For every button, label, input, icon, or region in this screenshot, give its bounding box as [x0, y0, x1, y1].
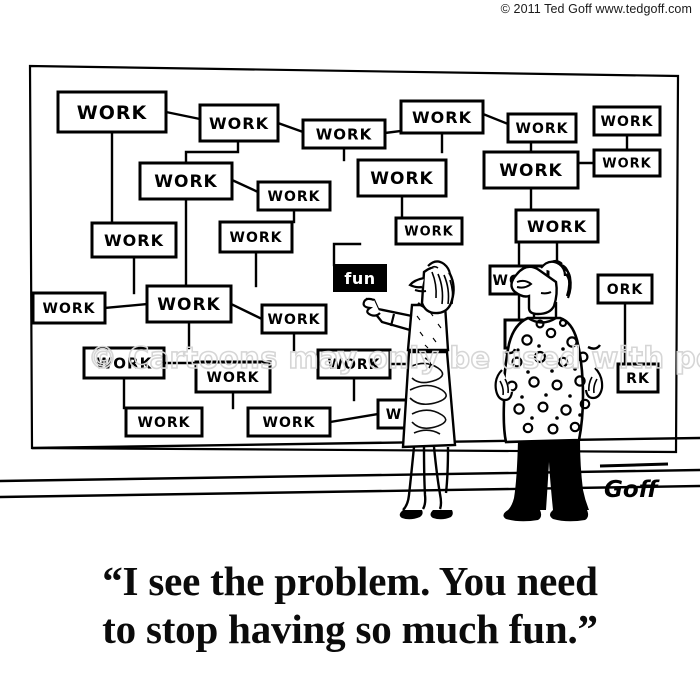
node-label: WORK [527, 217, 587, 236]
node-label: WORK [138, 415, 191, 431]
node-label: WORK [328, 357, 381, 373]
node-label: WORK [268, 189, 321, 205]
flowchart-node-fun: fun [333, 264, 387, 292]
flowchart-node-work: WORK [592, 105, 662, 137]
flowchart-node-work: WORK [482, 150, 580, 190]
copyright-notice: © 2011 Ted Goff www.tedgoff.com [500, 2, 692, 16]
flowchart-node-work: WORK [256, 180, 332, 212]
node-label: fun [344, 269, 375, 288]
flowchart-node-work: WORK [301, 118, 387, 150]
node-label: WORK [370, 169, 433, 189]
node-label: WORK [230, 230, 283, 246]
watermark: © Cartoons may only be used with permiss… [88, 341, 700, 375]
node-label: WORK [104, 231, 164, 250]
polka-dots-small [516, 344, 582, 420]
node-box [246, 406, 332, 438]
node-box [138, 161, 234, 201]
cartoon-caption: “I see the problem. You need to stop hav… [0, 557, 700, 653]
node-box [356, 158, 448, 198]
node-box [616, 362, 660, 394]
whiteboard-frame [28, 64, 680, 454]
node-box [124, 406, 204, 438]
floor-lines [0, 436, 700, 499]
node-label: WORK [96, 354, 153, 372]
node-label: WORK [499, 161, 562, 181]
figure-woman [362, 260, 457, 520]
flowchart-node-work: WORK [399, 99, 485, 135]
flowchart-node-work: WORK [124, 406, 204, 438]
node-box [514, 208, 600, 244]
flowchart-node-work: WORK [394, 216, 464, 246]
flowchart-node-work: WORK [506, 112, 578, 144]
flowchart-node-work: WORK [198, 103, 280, 143]
node-box [482, 150, 580, 190]
node-label: WORK [601, 114, 654, 130]
flowchart-node-work: WORK [260, 303, 328, 335]
flowchart-node-work: WORK [592, 148, 662, 178]
flowchart-node-work: ORK [596, 273, 654, 305]
flowchart-node-work: WORK [56, 90, 168, 134]
node-box [394, 216, 464, 246]
node-box [56, 90, 168, 134]
node-box [592, 148, 662, 178]
artist-signature: Goff [599, 462, 669, 503]
node-box [596, 273, 654, 305]
node-box [260, 303, 328, 335]
node-label: WORK [77, 102, 148, 124]
node-box [301, 118, 387, 150]
node-label: WORK [404, 225, 453, 240]
node-label: WORK [207, 370, 260, 386]
flowchart-node-work: WORK [218, 220, 294, 254]
node-box [333, 264, 387, 292]
figure-man [494, 259, 604, 522]
signature-label: Goff [604, 477, 661, 503]
node-box [82, 346, 166, 380]
node-box [506, 112, 578, 144]
node-label: WORK [268, 312, 321, 328]
flowchart-node-work: WORK [90, 221, 178, 259]
node-label: WORK [516, 121, 569, 137]
node-label: WORK [209, 114, 269, 133]
node-box [194, 360, 272, 394]
caption-line-2: to stop having so much fun.” [102, 606, 598, 652]
node-label: WORK [157, 295, 220, 315]
flowchart-node-work: RK [616, 362, 660, 394]
flowchart-node-work: WORK [82, 346, 166, 380]
flowchart-node-work: WORK [31, 291, 107, 325]
node-box [218, 220, 294, 254]
node-box [399, 99, 485, 135]
node-box [198, 103, 280, 143]
node-box [90, 221, 178, 259]
node-label: WORK [43, 301, 96, 317]
node-label: ORK [607, 282, 644, 298]
node-box [31, 291, 107, 325]
node-box [256, 180, 332, 212]
polka-dots [506, 318, 591, 435]
flowchart-node-work: WORK [246, 406, 332, 438]
node-label: W [386, 407, 402, 423]
flowchart-node-work: WORK [145, 284, 233, 324]
flowchart-node-work: WORK [138, 161, 234, 201]
flowchart-node-work: WORK [514, 208, 600, 244]
flowchart-node-work: WORK [194, 360, 272, 394]
node-box [145, 284, 233, 324]
node-label: RK [626, 371, 650, 387]
node-box [592, 105, 662, 137]
flowchart-node-work: WORK [356, 158, 448, 198]
flowchart-node-work: WORK [316, 348, 392, 380]
node-label: WORK [602, 157, 651, 172]
node-label: WORK [263, 415, 316, 431]
node-label: WORK [154, 172, 217, 192]
node-box [316, 348, 392, 380]
node-label: WORK [316, 125, 373, 143]
caption-line-1: “I see the problem. You need [102, 558, 598, 604]
node-label: WORK [412, 108, 472, 127]
